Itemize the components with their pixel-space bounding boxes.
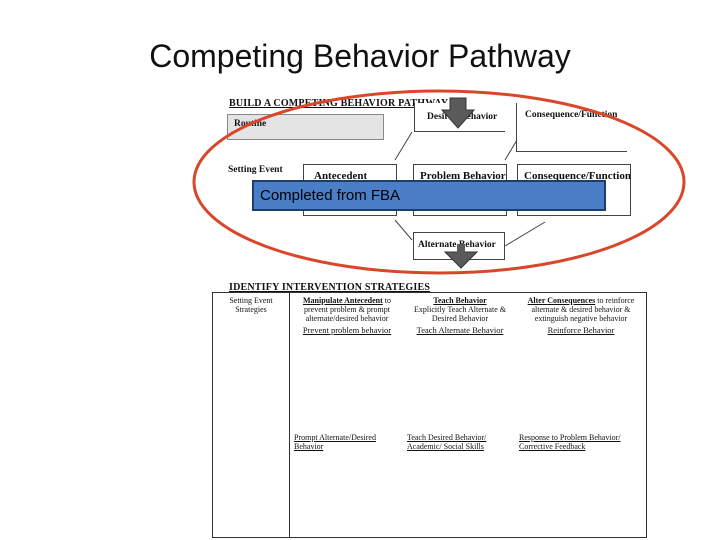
highlight-ellipse bbox=[192, 89, 686, 275]
setting-event-label: Setting Event bbox=[228, 165, 283, 175]
arrow-line-alternate bbox=[394, 219, 413, 241]
setting-event-strategies: Setting Event Strategies bbox=[229, 296, 273, 314]
down-arrow-stem bbox=[457, 244, 465, 253]
teach-alternate-label: Teach Alternate Behavior bbox=[416, 325, 504, 335]
down-arrow-icon-lower bbox=[443, 251, 479, 269]
strategies-header: IDENTIFY INTERVENTION STRATEGIES bbox=[229, 282, 431, 293]
column-divider bbox=[289, 293, 290, 537]
completed-from-fba-callout: Completed from FBA bbox=[252, 180, 606, 211]
strategies-table: Setting Event Strategies Manipulate Ante… bbox=[212, 292, 647, 538]
teach-desired-label: Teach Desired Behavior/ Academic/ Social… bbox=[407, 433, 487, 451]
prompt-alternate-label: Prompt Alternate/Desired Behavior bbox=[294, 433, 376, 451]
antecedent-column: Manipulate Antecedent to prevent problem… bbox=[293, 296, 401, 323]
consequence-column-title: Alter Consequences bbox=[527, 296, 596, 305]
consequence-column: Alter Consequences to reinforce alternat… bbox=[519, 296, 643, 323]
teach-column: Teach Behavior Explicitly Teach Alternat… bbox=[405, 296, 515, 323]
consequence-top-label: Consequence/Function bbox=[525, 110, 618, 120]
antecedent-column-text: to prevent problem & prompt alternate/de… bbox=[304, 296, 391, 323]
teach-column-title: Teach Behavior bbox=[433, 296, 487, 305]
antecedent-column-title: Manipulate Antecedent bbox=[302, 296, 383, 305]
arrow-line-consequence-top bbox=[504, 139, 518, 161]
routine-box: Routine bbox=[227, 114, 384, 140]
page-title: Competing Behavior Pathway bbox=[149, 38, 571, 74]
pathway-header: BUILD A COMPETING BEHAVIOR PATHWAY bbox=[229, 98, 449, 109]
arrow-line-consequence-bottom bbox=[504, 221, 546, 247]
down-arrow-icon bbox=[440, 97, 476, 129]
alternate-behavior-label: Alternate Behavior bbox=[418, 240, 496, 250]
response-problem-label: Response to Problem Behavior/ Corrective… bbox=[519, 433, 621, 451]
consequence-top-box: Consequence/Function bbox=[516, 103, 627, 152]
problem-behavior-label: Problem Behavior bbox=[420, 170, 506, 182]
consequence-column-text: to reinforce alternate & desired behavio… bbox=[531, 296, 635, 323]
reinforce-behavior-label: Reinforce Behavior bbox=[547, 325, 615, 335]
callout-label: Completed from FBA bbox=[260, 187, 401, 204]
arrow-line-desired bbox=[394, 131, 413, 161]
teach-column-text: Explicitly Teach Alternate & Desired Beh… bbox=[414, 305, 506, 323]
antecedent-label: Antecedent bbox=[314, 170, 368, 182]
consequence-label: Consequence/Function bbox=[524, 170, 631, 182]
prevent-problem-label: Prevent problem behavior bbox=[302, 325, 392, 335]
